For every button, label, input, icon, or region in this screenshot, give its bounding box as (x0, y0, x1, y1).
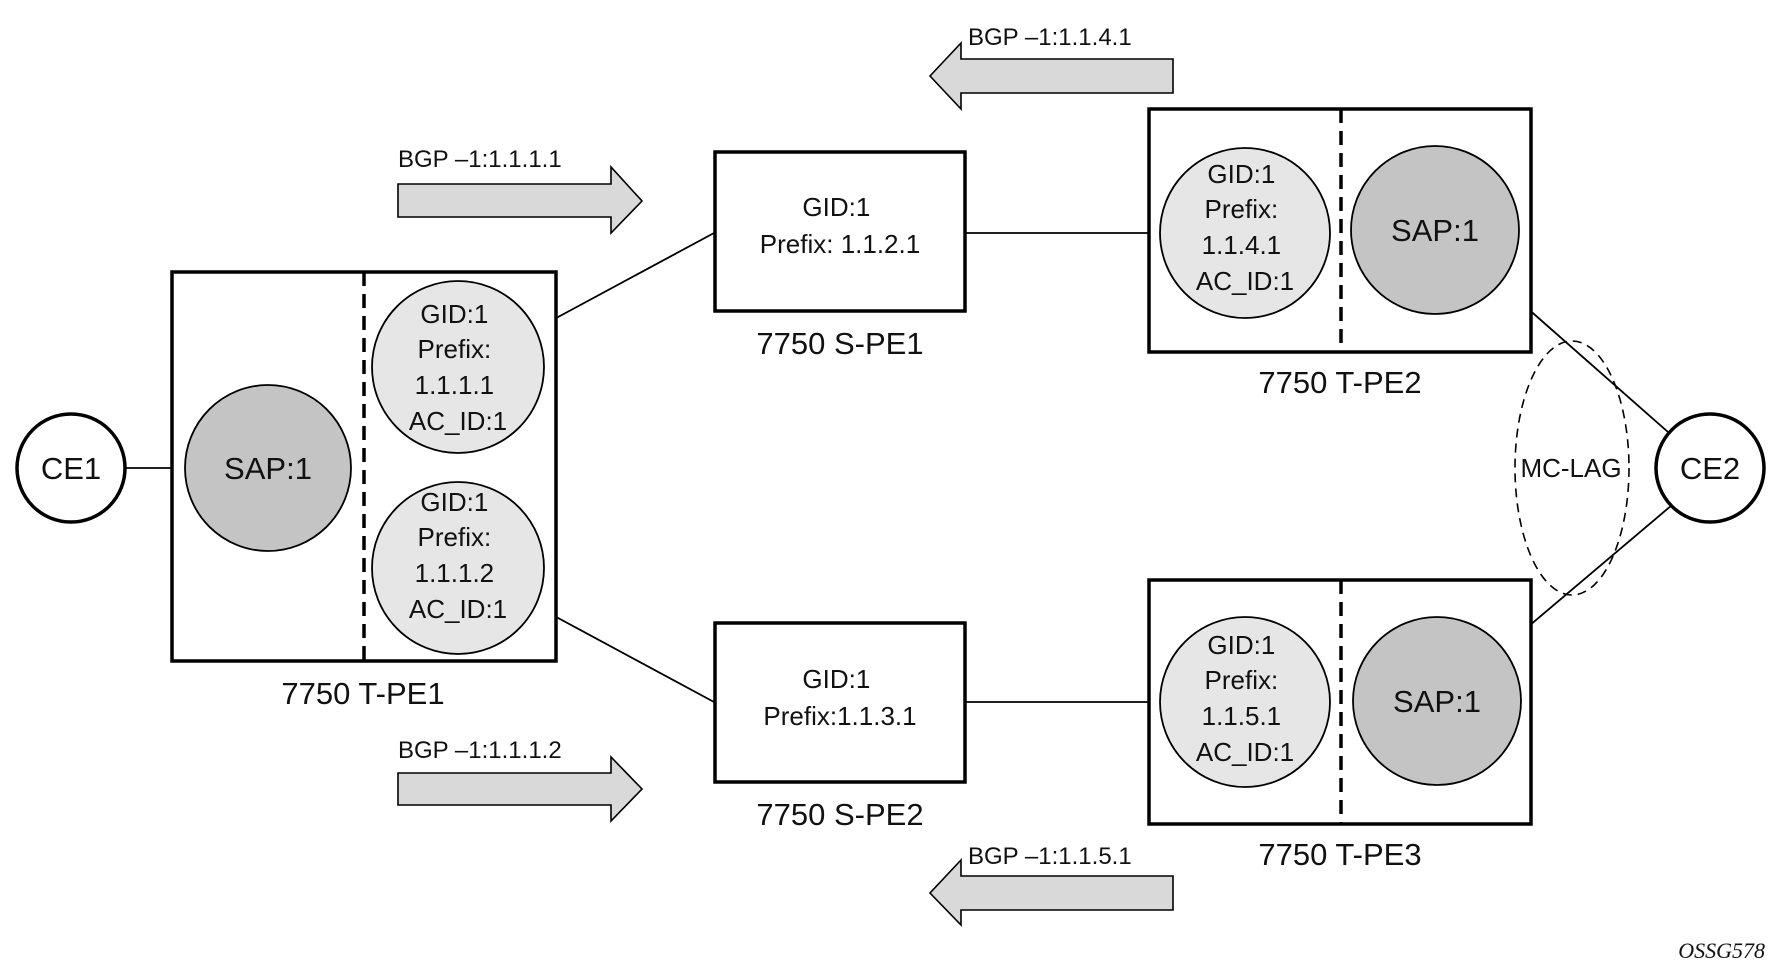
node-spe1: GID:1 Prefix: 1.1.2.1 7750 S-PE1 (713, 150, 967, 361)
bgp-label-1151: BGP –1:1.1.5.1 (968, 843, 1132, 870)
tpe2-sap-circle (1350, 145, 1520, 315)
tpe2-caption: 7750 T-PE2 (1258, 365, 1421, 400)
tpe1-pw-lower-circle (371, 481, 545, 655)
tpe2-sap-label: SAP:1 (1391, 213, 1479, 248)
spe1-caption: 7750 S-PE1 (756, 326, 923, 361)
spe2-text: GID:1 Prefix:1.1.3.1 (763, 664, 916, 731)
figure-id: OSSG578 (1678, 938, 1765, 963)
mclag-group: MC-LAG (1514, 340, 1630, 596)
spe2-box (713, 621, 967, 784)
bgp-arrow-left-icon (928, 40, 1174, 112)
tpe3-pw-text: GID:1 Prefix: 1.1.5.1 AC_ID:1 (1196, 630, 1294, 767)
node-ce2: CE2 (1654, 412, 1766, 524)
tpe1-sap-circle (184, 384, 352, 552)
bgp-label-1141: BGP –1:1.1.4.1 (968, 24, 1132, 51)
spe2-caption: 7750 S-PE2 (756, 797, 923, 832)
node-tpe3: GID:1 Prefix: 1.1.5.1 AC_ID:1 SAP:1 7750… (1147, 578, 1533, 872)
node-tpe1: SAP:1 GID:1 Prefix: 1.1.1.1 AC_ID:1 GID:… (170, 270, 558, 711)
tpe1-pw-upper-text: GID:1 Prefix: 1.1.1.1 AC_ID:1 (409, 299, 507, 436)
ce2-label: CE2 (1680, 451, 1740, 486)
mclag-ellipse (1514, 340, 1630, 596)
link-tpe1-spe2 (533, 604, 715, 703)
spe1-box (713, 150, 967, 313)
bgp-label-1112: BGP –1:1.1.1.2 (398, 737, 562, 764)
ce1-label: CE1 (41, 451, 101, 486)
node-tpe2: GID:1 Prefix: 1.1.4.1 AC_ID:1 SAP:1 7750… (1147, 107, 1533, 400)
spe1-text: GID:1 Prefix: 1.1.2.1 (760, 192, 920, 259)
tpe3-sap-circle (1352, 616, 1522, 786)
tpe1-pw-lower-text: GID:1 Prefix: 1.1.1.2 AC_ID:1 (409, 487, 507, 624)
mclag-label: MC-LAG (1520, 453, 1621, 483)
bgp-arrow-1112: BGP –1:1.1.1.2 (397, 737, 644, 823)
node-spe2: GID:1 Prefix:1.1.3.1 7750 S-PE2 (713, 621, 967, 832)
bgp-arrow-1151: BGP –1:1.1.5.1 (928, 843, 1174, 927)
tpe3-pw-circle (1159, 616, 1331, 788)
tpe2-pw-text: GID:1 Prefix: 1.1.4.1 AC_ID:1 (1196, 159, 1294, 296)
tpe1-sap-label: SAP:1 (224, 451, 312, 486)
tpe1-caption: 7750 T-PE1 (281, 676, 444, 711)
bgp-arrow-right-icon (397, 755, 644, 823)
bgp-label-1111: BGP –1:1.1.1.1 (398, 146, 562, 173)
bgp-arrow-1141: BGP –1:1.1.4.1 (928, 24, 1174, 112)
bgp-arrow-1111: BGP –1:1.1.1.1 (397, 146, 644, 235)
ce1-circle (15, 412, 127, 524)
tpe3-sap-label: SAP:1 (1393, 684, 1481, 719)
node-ce1: CE1 (15, 412, 127, 524)
tpe2-pw-circle (1159, 147, 1331, 319)
link-tpe1-spe1 (533, 232, 715, 331)
tpe3-caption: 7750 T-PE3 (1258, 837, 1421, 872)
ce2-circle (1654, 412, 1766, 524)
bgp-arrow-left-icon (928, 857, 1174, 927)
tpe1-pw-upper-circle (371, 280, 545, 454)
bgp-arrow-right-icon (397, 164, 644, 235)
